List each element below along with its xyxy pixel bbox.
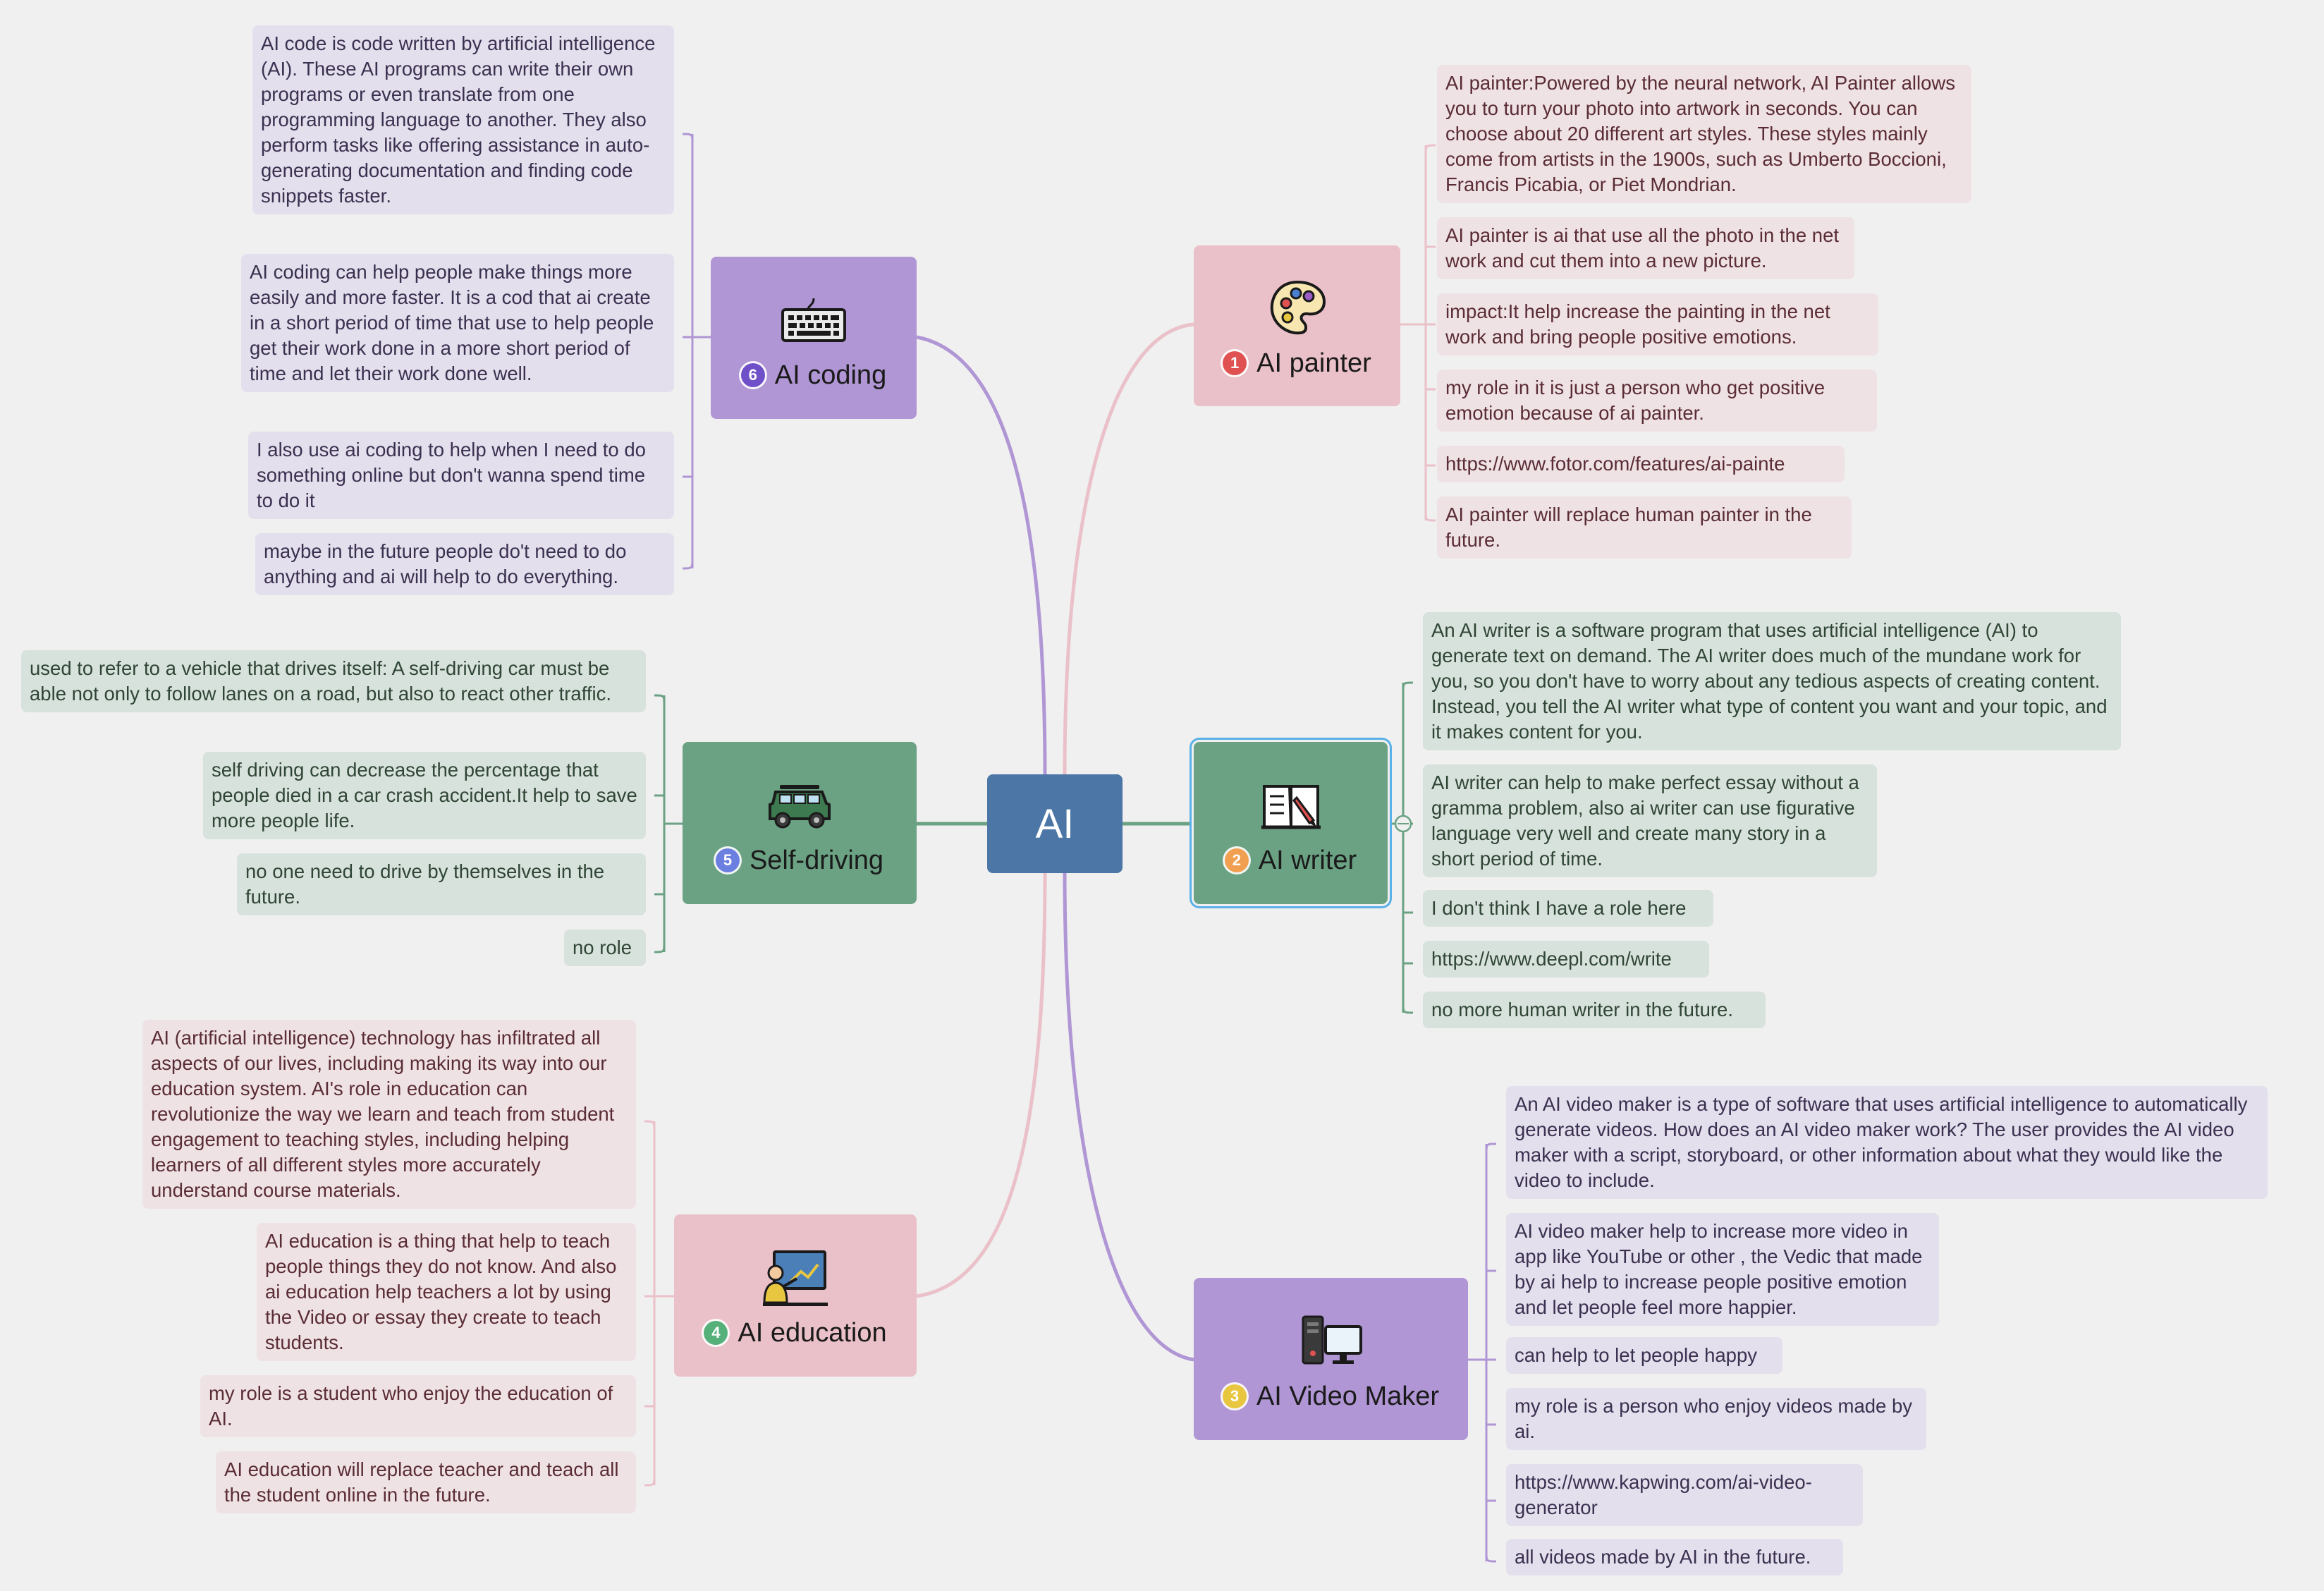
note-education-future[interactable]: AI education will replace teacher and te… <box>216 1451 636 1513</box>
note-video-definition[interactable]: An AI video maker is a type of software … <box>1506 1086 2268 1199</box>
number-badge: 1 <box>1223 351 1247 375</box>
note-painter-explanation[interactable]: AI painter is ai that use all the photo … <box>1437 217 1854 279</box>
note-coding-definition[interactable]: AI code is code written by artificial in… <box>252 25 674 214</box>
note-selfdriving-definition[interactable]: used to refer to a vehicle that drives i… <box>21 650 646 712</box>
number-badge: 6 <box>740 363 765 387</box>
topic-ai-painter[interactable]: 1 AI painter <box>1194 245 1400 406</box>
branch-video <box>1468 1142 1497 1563</box>
note-painter-link[interactable]: https://www.fotor.com/features/ai-painte <box>1437 446 1845 482</box>
topic-ai-coding[interactable]: 6 AI coding <box>711 257 917 419</box>
topic-ai-video-maker-label-row: 3 AI Video Maker <box>1222 1381 1440 1412</box>
topic-ai-coding-label-row: 6 AI coding <box>740 360 887 391</box>
note-writer-definition[interactable]: An AI writer is a software program that … <box>1423 612 2121 750</box>
palette-icon <box>1270 280 1326 334</box>
book-pen-icon <box>1261 784 1321 829</box>
note-painter-future[interactable]: AI painter will replace human painter in… <box>1437 496 1852 559</box>
branch-painter <box>1400 144 1436 522</box>
note-painter-impact[interactable]: impact:It help increase the painting in … <box>1437 293 1878 355</box>
topic-ai-writer-label-row: 2 AI writer <box>1224 845 1357 876</box>
note-video-link[interactable]: https://www.kapwing.com/ai-video-generat… <box>1506 1464 1863 1526</box>
topic-ai-education-label-row: 4 AI education <box>704 1317 887 1348</box>
branch-writer <box>1388 681 1414 1014</box>
note-painter-definition[interactable]: AI painter:Powered by the neural network… <box>1437 65 1971 203</box>
computer-icon <box>1302 1315 1362 1364</box>
number-badge: 4 <box>704 1321 728 1345</box>
note-writer-role[interactable]: I don't think I have a role here <box>1423 890 1713 927</box>
topic-ai-painter-label-row: 1 AI painter <box>1223 348 1371 379</box>
branch-education <box>644 1120 674 1487</box>
jeep-icon <box>769 784 831 828</box>
branch-coding <box>682 133 711 570</box>
topic-ai-education[interactable]: 4 AI education <box>674 1214 917 1377</box>
note-selfdriving-future[interactable]: no one need to drive by themselves in th… <box>237 853 646 915</box>
note-education-role[interactable]: my role is a student who enjoy the educa… <box>200 1375 636 1437</box>
topic-ai-writer[interactable]: 2 AI writer <box>1194 742 1388 904</box>
number-badge: 2 <box>1224 848 1249 872</box>
note-writer-future[interactable]: no more human writer in the future. <box>1423 992 1766 1028</box>
central-topic-label: AI <box>1035 800 1075 847</box>
note-education-definition[interactable]: AI (artificial intelligence) technology … <box>142 1020 636 1209</box>
central-topic[interactable]: AI <box>987 774 1123 873</box>
topic-label: AI painter <box>1256 348 1371 378</box>
topic-self-driving[interactable]: 5 Self-driving <box>683 742 917 904</box>
topic-ai-video-maker[interactable]: 3 AI Video Maker <box>1194 1278 1468 1440</box>
topic-label: AI education <box>738 1317 887 1348</box>
teacher-icon <box>763 1250 828 1306</box>
note-writer-benefit[interactable]: AI writer can help to make perfect essay… <box>1423 764 1877 877</box>
topic-self-driving-label-row: 5 Self-driving <box>715 845 884 876</box>
note-selfdriving-role[interactable]: no role <box>564 929 646 966</box>
note-video-role[interactable]: my role is a person who enjoy videos mad… <box>1506 1388 1926 1450</box>
note-education-explanation[interactable]: AI education is a thing that help to tea… <box>257 1223 636 1361</box>
note-video-benefit[interactable]: AI video maker help to increase more vid… <box>1506 1213 1939 1326</box>
connector-education <box>916 872 1047 1298</box>
connector-painter <box>1063 322 1194 775</box>
topic-label: AI writer <box>1258 845 1357 875</box>
note-writer-link[interactable]: https://www.deepl.com/write <box>1423 941 1709 977</box>
note-coding-future[interactable]: maybe in the future people do't need to … <box>255 533 674 595</box>
note-selfdriving-benefit[interactable]: self driving can decrease the percentage… <box>203 752 646 839</box>
note-coding-benefit[interactable]: AI coding can help people make things mo… <box>241 254 674 392</box>
connector-video <box>1063 872 1194 1362</box>
topic-label: AI Video Maker <box>1256 1381 1440 1411</box>
note-video-happy[interactable]: can help to let people happy <box>1506 1337 1782 1374</box>
note-video-future[interactable]: all videos made by AI in the future. <box>1506 1539 1843 1575</box>
note-painter-role[interactable]: my role in it is just a person who get p… <box>1437 370 1877 432</box>
number-badge: 3 <box>1222 1384 1247 1408</box>
note-coding-personal[interactable]: I also use ai coding to help when I need… <box>248 432 674 519</box>
keyboard-icon <box>781 298 846 342</box>
number-badge: 5 <box>715 848 740 872</box>
connector-coding <box>916 335 1047 775</box>
topic-label: AI coding <box>774 360 887 390</box>
branch-selfdriving <box>654 694 683 953</box>
topic-label: Self-driving <box>749 845 884 875</box>
